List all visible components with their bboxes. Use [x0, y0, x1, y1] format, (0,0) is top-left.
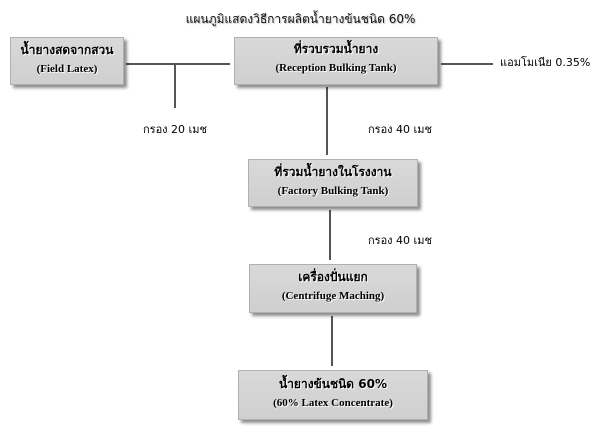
node-centrifuge-english: (Centrifuge Maching) — [281, 290, 385, 302]
diagram-title: แผนภูมิแสดงวิธีการผลิตน้ำยางข้นชนิด 60% — [185, 12, 416, 26]
node-centrifuge: เครื่องปั่นแยก (Centrifuge Maching) — [249, 264, 417, 313]
note-filter-40-mesh-second: กรอง 40 เมช — [368, 234, 433, 247]
node-factory-thai: ที่รวมน้ำยางในโรงงาน — [274, 165, 392, 179]
node-field-latex-english: (Field Latex) — [36, 63, 98, 75]
note-ammonia: แอมโมเนีย 0.35% — [500, 56, 591, 69]
note-filter-20-mesh: กรอง 20 เมช — [143, 123, 208, 136]
node-factory-bulking-tank: ที่รวมน้ำยางในโรงงาน (Factory Bulking Ta… — [248, 159, 418, 207]
node-field-latex-thai: น้ำยางสดจากสวน — [20, 43, 114, 57]
node-reception-thai: ที่รวบรวมน้ำยาง — [293, 42, 379, 56]
node-reception-bulking-tank: ที่รวบรวมน้ำยาง (Reception Bulking Tank) — [234, 37, 438, 85]
node-concentrate-english: (60% Latex Concentrate) — [273, 397, 393, 409]
node-centrifuge-thai: เครื่องปั่นแยก — [298, 270, 368, 284]
node-field-latex: น้ำยางสดจากสวน (Field Latex) — [10, 37, 124, 85]
node-concentrate-thai: น้ำยางข้นชนิด 60% — [278, 377, 388, 391]
node-reception-english: (Reception Bulking Tank) — [275, 62, 397, 74]
note-filter-40-mesh-first: กรอง 40 เมช — [368, 123, 433, 136]
node-latex-concentrate: น้ำยางข้นชนิด 60% (60% Latex Concentrate… — [238, 370, 428, 420]
node-factory-english: (Factory Bulking Tank) — [277, 185, 389, 197]
